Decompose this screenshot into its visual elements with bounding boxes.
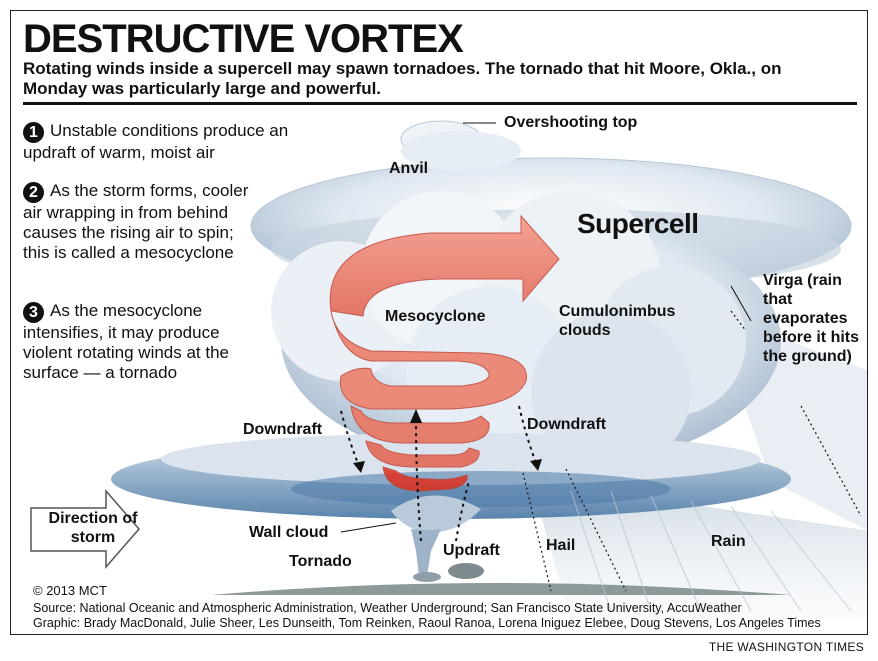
step-text: Unstable conditions produce an updraft o… [23,121,289,162]
dotted-leader-lines [522,310,862,592]
storm-illustration [30,120,867,621]
direction-arrow [30,488,140,570]
wall-cloud [391,495,481,533]
ground [211,583,791,595]
downdraft-arrowhead-left [353,461,365,473]
tornado-funnel [411,529,441,576]
label-overshooting-top: Overshooting top [504,114,638,131]
downdraft-arrows [340,405,537,467]
label-mesocyclone: Mesocyclone [385,308,486,325]
cloud-puff [531,311,691,471]
infographic-frame: DESTRUCTIVE VORTEX Rotating winds inside… [10,10,868,635]
graphic-credit: Graphic: Brady MacDonald, Julie Sheer, L… [33,616,821,630]
rain-streaks [570,490,852,612]
label-supercell: Supercell [577,208,699,239]
cloud-base-blue [291,471,671,507]
step-text: As the storm forms, cooler air wrapping … [23,181,249,262]
label-anvil: Anvil [389,160,429,177]
source-credit: Source: National Oceanic and Atmospheric… [33,601,742,615]
overshooting-top-cloud-2 [401,131,521,171]
label-rain: Rain [711,533,746,550]
step-text: As the mesocyclone intensifies, it may p… [23,301,230,382]
mesocyclone-ribbon [329,214,560,492]
debris-cloud [448,563,484,579]
updraft-arrow [415,420,470,542]
label-cumulonimbus: Cumulonimbus clouds [559,303,676,339]
page-title: DESTRUCTIVE VORTEX [23,17,464,61]
label-wall-cloud: Wall cloud [249,524,329,541]
label-direction-of-storm: Direction of storm [48,510,138,546]
step-number-badge: 2 [23,182,44,203]
label-downdraft-right: Downdraft [527,416,607,433]
label-hail: Hail [546,537,576,554]
page-subtitle: Rotating winds inside a supercell may sp… [23,59,782,98]
header-divider [23,102,857,105]
label-updraft: Updraft [443,542,500,559]
label-virga: Virga (rain that evaporates before it hi… [763,272,860,365]
leader-lines [340,122,752,533]
tornado-debris [413,572,441,582]
step-number-badge: 1 [23,122,44,143]
updraft-arrowhead [410,409,422,423]
label-tornado: Tornado [289,553,352,570]
publisher-brand: THE WASHINGTON TIMES [708,640,864,654]
downdraft-arrowhead-right [530,459,542,471]
step-number-badge: 3 [23,302,44,323]
copyright-notice: © 2013 MCT [33,583,107,598]
label-downdraft-left: Downdraft [243,421,323,438]
